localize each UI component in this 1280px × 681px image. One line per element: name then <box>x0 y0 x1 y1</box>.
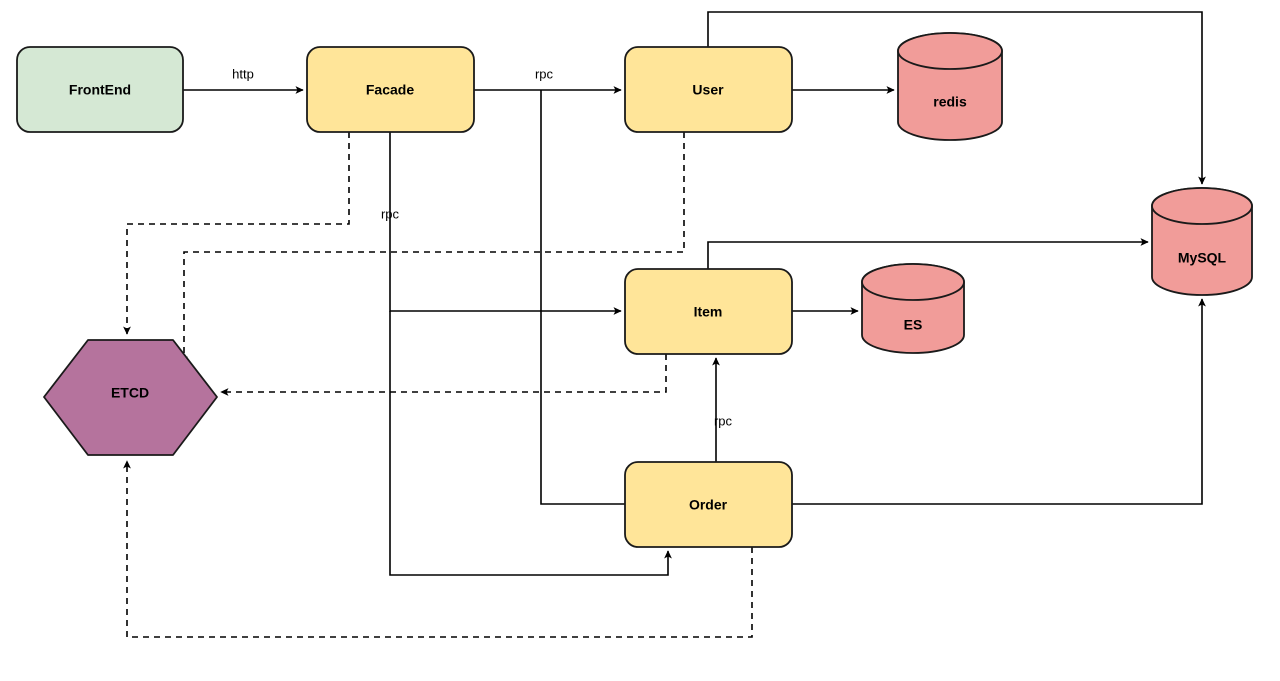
frontend-label: FrontEnd <box>69 82 131 98</box>
redis-label: redis <box>933 94 967 110</box>
es-cylinder-top <box>861 263 965 301</box>
redis-cylinder-top <box>897 32 1003 70</box>
node-es[interactable]: ES <box>861 263 965 354</box>
order-label: Order <box>689 497 728 513</box>
edge-facade-etcd <box>123 132 350 335</box>
node-item[interactable]: Item <box>624 268 793 355</box>
item-label: Item <box>694 304 723 320</box>
node-facade[interactable]: Facade <box>306 46 475 133</box>
edge-user-mysql <box>707 11 1206 185</box>
node-mysql[interactable]: MySQL <box>1151 187 1253 296</box>
edge-facade-order <box>389 311 672 576</box>
user-label: User <box>692 82 724 98</box>
edge-order-mysql <box>792 298 1206 505</box>
edge-facade-item <box>389 132 622 315</box>
edge-label-rpc-order-item: rpc <box>714 413 733 428</box>
node-user[interactable]: User <box>624 46 793 133</box>
item-box[interactable] <box>624 268 793 355</box>
node-order[interactable]: Order <box>624 461 793 548</box>
edge-label-rpc-facade-user: rpc <box>535 66 554 81</box>
edge-item-etcd <box>220 354 667 396</box>
es-label: ES <box>904 317 923 333</box>
edge-label-rpc-facade-item: rpc <box>381 206 400 221</box>
edge-order-facade <box>540 90 625 505</box>
facade-box[interactable] <box>306 46 475 133</box>
mysql-label: MySQL <box>1178 250 1227 266</box>
order-box[interactable] <box>624 461 793 548</box>
edge-label-http: http <box>232 66 254 81</box>
edge-order-etcd <box>123 460 753 638</box>
frontend-box[interactable] <box>16 46 184 133</box>
edge-item-mysql <box>707 238 1149 269</box>
mysql-cylinder-top <box>1151 187 1253 225</box>
etcd-label: ETCD <box>111 385 149 401</box>
user-box[interactable] <box>624 46 793 133</box>
facade-label: Facade <box>366 82 414 98</box>
node-frontend[interactable]: FrontEnd <box>16 46 184 133</box>
node-etcd[interactable]: ETCD <box>43 339 218 456</box>
node-redis[interactable]: redis <box>897 32 1003 141</box>
etcd-hexagon[interactable] <box>43 339 218 456</box>
edge-user-etcd <box>180 132 685 365</box>
